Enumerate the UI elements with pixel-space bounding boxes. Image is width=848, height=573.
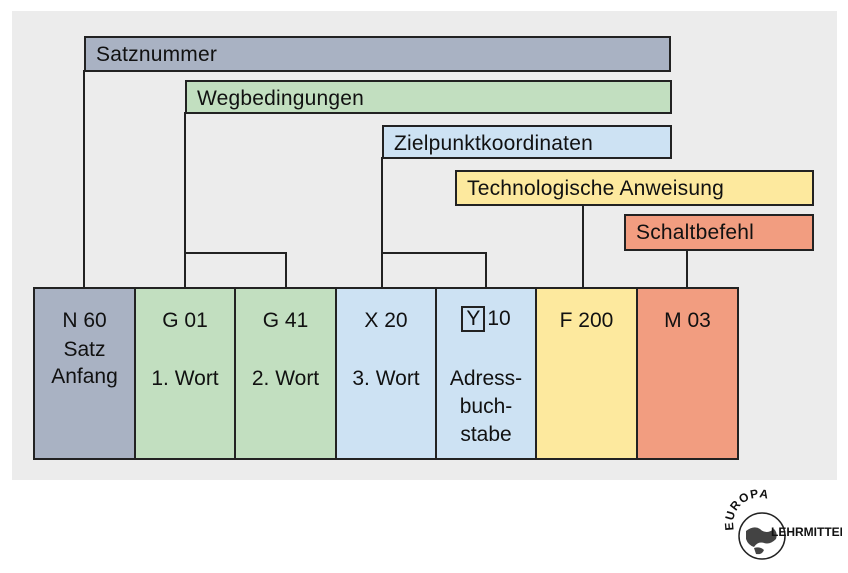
word-caption: buch- [459,395,513,418]
word-caption: Anfang [51,365,118,388]
word-caption: 3. Wort [352,367,420,390]
word-cell-x: X 20 3. Wort [335,287,437,460]
word-caption: 2. Wort [251,367,320,390]
word-caption: 1. Wort [151,367,219,390]
europa-lehrmittel-logo: EUROPA LEHRMITTEL [724,486,842,560]
word-cell-g01: G 01 1. Wort [134,287,236,460]
label-zielpunktkoordinaten: Zielpunktkoordinaten [382,125,672,159]
word-caption: stabe [460,423,512,446]
word-cell-g41: G 41 2. Wort [234,287,337,460]
word-caption: Adress- [449,367,523,390]
word-code: X 20 [364,309,408,332]
word-cell-m: M 03 [636,287,739,460]
word-code: F 200 [559,309,614,332]
address-letter-box: Y [461,306,486,332]
label-satznummer: Satznummer [84,36,671,72]
logo-text-top: EUROPA [724,486,769,531]
word-value: 10 [487,307,511,330]
word-code: G 01 [162,309,208,332]
word-code: N 60 [62,309,107,332]
word-code: M 03 [664,309,711,332]
word-cell-f: F 200 [535,287,638,460]
connector-weg-bracket [185,252,287,287]
globe-icon [738,512,786,560]
label-technologische-anweisung: Technologische Anweisung [455,170,814,206]
svg-text:EUROPA: EUROPA [724,486,770,531]
connector-ziel-bracket [382,252,487,287]
word-code: G 41 [262,309,309,332]
label-schaltbefehl: Schaltbefehl [624,214,814,251]
word-cell-n: N 60 Satz Anfang [33,287,136,460]
label-wegbedingungen: Wegbedingungen [185,80,672,114]
logo-text-bottom: LEHRMITTEL [771,525,842,539]
continent-shape [746,527,777,547]
word-caption: Satz [63,338,106,361]
